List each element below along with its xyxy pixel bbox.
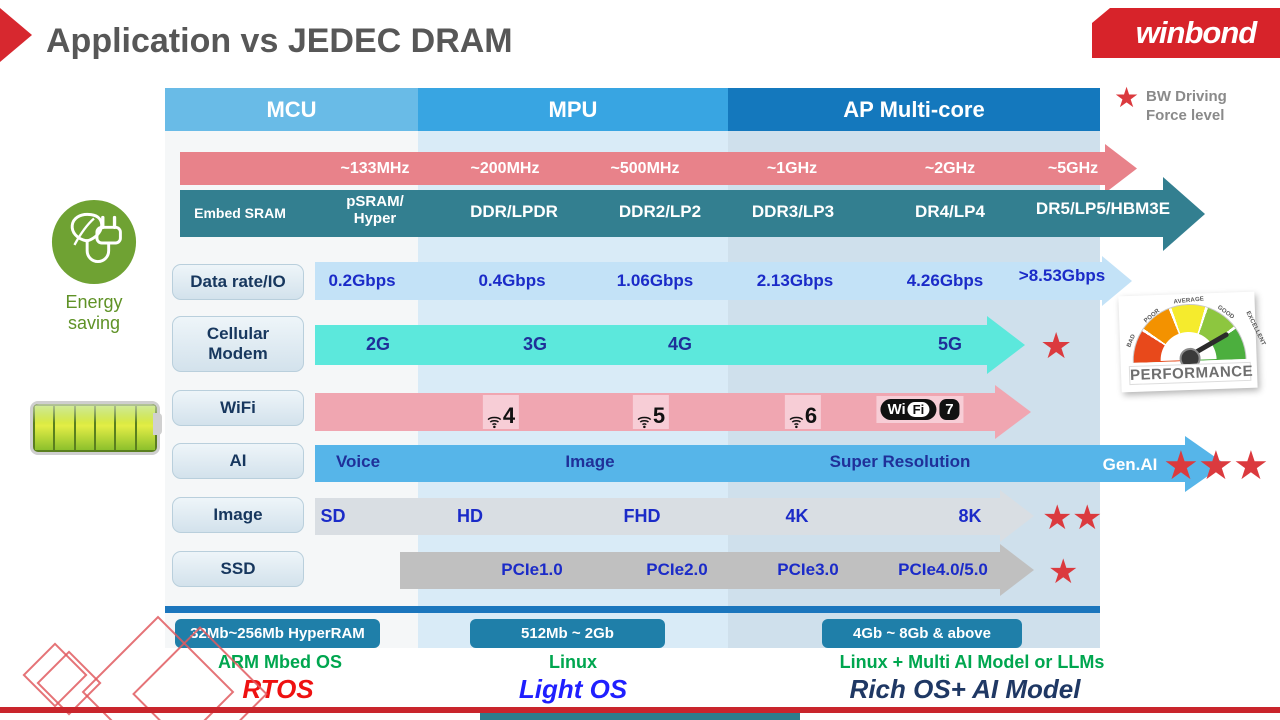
ssd-star-icon: ★ <box>1048 553 1079 591</box>
os-mcu-top: ARM Mbed OS <box>218 652 342 672</box>
freq-133mhz: ~133MHz <box>340 160 410 177</box>
cellular-3g: 3G <box>522 334 548 354</box>
datarate-0_4: 0.4Gbps <box>478 271 546 290</box>
capacity-4gb-8gb: 4Gb ~ 8Gb & above <box>822 619 1022 648</box>
datarate-arrow <box>315 262 1102 300</box>
freq-200mhz: ~200MHz <box>470 160 540 177</box>
freq-500mhz: ~500MHz <box>610 160 680 177</box>
energy-saving-label: Energy saving <box>65 292 123 333</box>
performance-gauge: BAD POOR AVERAGE GOOD EXCELLENT PERFORMA… <box>1118 291 1266 393</box>
wifi7-number: 7 <box>939 399 960 420</box>
battery-terminal <box>153 413 162 435</box>
datarate-0_2: 0.2Gbps <box>328 271 396 290</box>
wifi4-number: 4 <box>502 402 516 428</box>
dram-ddr2-lp2: DDR2/LP2 <box>618 202 702 221</box>
image-fhd: FHD <box>623 506 661 526</box>
dram-embed-sram: Embed SRAM <box>194 205 286 221</box>
bw-legend-star-icon: ★ <box>1114 82 1140 113</box>
title-chevron-icon <box>0 8 32 62</box>
dram-ddr3-lp3: DDR3/LP3 <box>751 202 835 221</box>
ai-voice: Voice <box>335 452 381 471</box>
column-header-mpu: MPU <box>418 88 728 131</box>
row-label-wifi: WiFi <box>172 390 304 426</box>
winbond-logo-text: winbond <box>1135 15 1257 50</box>
column-header-mcu: MCU <box>165 88 418 131</box>
wifi5-badge: 5 <box>632 395 670 429</box>
row-label-datarate: Data rate/IO <box>172 264 304 300</box>
image-star-icon: ★ <box>1042 499 1073 537</box>
wifi6-badge: 6 <box>784 395 822 429</box>
ai-star-icon: ★ <box>1233 444 1269 488</box>
wifi-icon <box>789 416 804 429</box>
ssd-pcie1: PCIe1.0 <box>501 560 563 579</box>
gauge-excellent: EXCELLENT <box>1244 310 1267 347</box>
frequency-arrow <box>180 152 1105 185</box>
row-label-cellular: Cellular Modem <box>172 316 304 372</box>
image-hd: HD <box>457 506 483 526</box>
dram-dr5-lp5-hbm3e: DR5/LP5/HBM3E <box>1035 199 1171 218</box>
battery-icon <box>30 401 160 455</box>
cellular-5g: 5G <box>937 334 963 354</box>
ssd-pcie3: PCIe3.0 <box>777 560 839 579</box>
image-8k: 8K <box>958 506 982 526</box>
wifi7-wifi-text: Wi Fi <box>880 399 937 420</box>
image-star-icon: ★ <box>1072 499 1103 537</box>
wifi7-fi: Fi <box>907 402 930 417</box>
bottom-teal-bar <box>480 713 800 720</box>
energy-saving-icon <box>51 199 137 285</box>
wifi6-number: 6 <box>804 402 818 428</box>
wifi-icon <box>487 416 502 429</box>
frequency-arrow-head-icon <box>1105 144 1137 193</box>
ssd-pcie2: PCIe2.0 <box>646 560 708 579</box>
ai-image: Image <box>565 452 615 471</box>
cellular-4g: 4G <box>667 334 693 354</box>
image-arrow <box>315 498 1000 535</box>
datarate-8_53: >8.53Gbps <box>1018 266 1106 285</box>
dram-psram-hyper: pSRAM/ Hyper <box>346 193 404 227</box>
datarate-2_13: 2.13Gbps <box>756 271 834 290</box>
ai-super-resolution: Super Resolution <box>829 452 971 471</box>
datarate-1_06: 1.06Gbps <box>616 271 694 290</box>
row-label-image: Image <box>172 497 304 533</box>
cellular-arrow <box>315 325 987 365</box>
ssd-arrow <box>400 552 1000 589</box>
row-label-ai: AI <box>172 443 304 479</box>
image-sd: SD <box>320 506 346 526</box>
os-mcu-bottom: RTOS <box>242 674 314 704</box>
wifi-icon <box>637 416 652 429</box>
ssd-pcie4-5: PCIe4.0/5.0 <box>898 560 988 579</box>
bottom-red-bar <box>0 707 1280 713</box>
freq-5ghz: ~5GHz <box>1047 160 1099 177</box>
bw-legend-label: BW Driving Force level <box>1146 88 1227 124</box>
wifi7-wi: Wi <box>887 401 906 418</box>
ai-arrow <box>315 445 1185 482</box>
freq-2ghz: ~2GHz <box>924 160 976 177</box>
capacity-512mb-2gb: 512Mb ~ 2Gb <box>470 619 665 648</box>
cellular-star-icon: ★ <box>1040 325 1073 366</box>
dram-ddr-lpdr: DDR/LPDR <box>470 202 558 221</box>
freq-1ghz: ~1GHz <box>766 160 818 177</box>
os-ap-bottom: Rich OS+ AI Model <box>849 674 1081 704</box>
image-4k: 4K <box>785 506 809 526</box>
ai-star-icon: ★ <box>1198 444 1234 488</box>
os-mpu-bottom: Light OS <box>518 674 628 704</box>
dram-arrow <box>180 190 1163 237</box>
row-label-ssd: SSD <box>172 551 304 587</box>
column-header-ap: AP Multi-core <box>728 88 1100 131</box>
os-ap-top: Linux + Multi AI Model or LLMs <box>839 652 1105 672</box>
datarate-4_26: 4.26Gbps <box>906 271 984 290</box>
ai-gen-ai: Gen.AI <box>1102 455 1158 474</box>
winbond-logo: winbond <box>1092 8 1280 58</box>
wifi5-number: 5 <box>652 402 666 428</box>
capacity-hyperram: 32Mb~256Mb HyperRAM <box>175 619 380 648</box>
ai-star-icon: ★ <box>1163 444 1199 488</box>
wifi7-logo: Wi Fi 7 <box>876 396 964 423</box>
dram-dr4-lp4: DR4/LP4 <box>915 202 985 221</box>
separator-line <box>165 606 1100 613</box>
os-mpu-top: Linux <box>549 652 597 672</box>
cellular-2g: 2G <box>365 334 391 354</box>
gauge-title: PERFORMANCE <box>1128 361 1254 386</box>
page-title: Application vs JEDEC DRAM <box>46 22 513 60</box>
wifi4-badge: 4 <box>482 395 520 429</box>
